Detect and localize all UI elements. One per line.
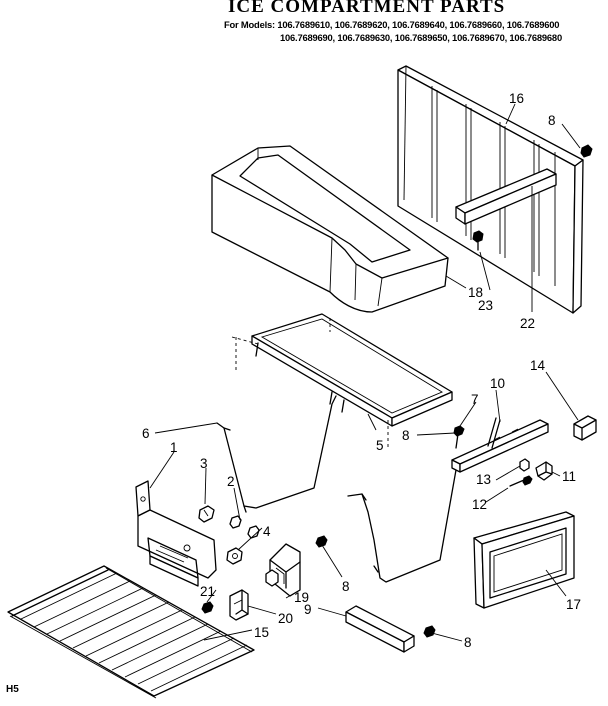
models-prefix: For Models:: [224, 19, 275, 30]
callout-11: 11: [562, 469, 576, 484]
part-1-bracket: [135, 480, 217, 587]
callout-14: 14: [530, 358, 546, 373]
callout-5: 5: [376, 438, 384, 453]
part-16-rear-panel: [397, 65, 584, 314]
callout-19: 19: [294, 590, 309, 605]
part-3-clip: [198, 505, 215, 523]
callout-23: 23: [478, 298, 493, 313]
model-list: For Models: 106.7689610, 106.7689620, 10…: [224, 18, 608, 44]
models-line-1: 106.7689610, 106.7689620, 106.7689640, 1…: [277, 19, 560, 30]
part-7-screw: [453, 425, 465, 449]
callout-12: 12: [472, 497, 487, 512]
part-15-wire-rack: [7, 565, 255, 699]
part-2-screws: [229, 515, 260, 539]
part-4-bushing: [226, 547, 243, 565]
callout-13: 13: [476, 472, 491, 487]
part-14-cam: [573, 415, 597, 441]
part-8-screw-bottom: [423, 625, 436, 638]
part-10-bar: [451, 417, 549, 473]
callout-3: 3: [200, 456, 208, 471]
part-18-ice-bucket: [211, 145, 449, 313]
callout-numbers: 16 8 18 23 22 5 6 1 3 2 4 21 20 19 15 8 …: [142, 91, 581, 650]
callout-22: 22: [520, 316, 535, 331]
leader-lines: [149, 103, 581, 642]
part-23-screw: [472, 230, 484, 251]
part-21-screw: [201, 601, 214, 614]
callout-10: 10: [490, 376, 505, 391]
wire-support-right: [347, 459, 461, 583]
page-code: H5: [6, 684, 19, 695]
part-11-lever: [535, 461, 553, 481]
part-9-bracket: [345, 605, 415, 653]
callout-8-bottom: 8: [464, 635, 472, 650]
callout-16: 16: [509, 91, 524, 106]
callout-20: 20: [278, 611, 293, 626]
part-13-pin: [519, 458, 530, 472]
part-19-housing: [265, 543, 301, 597]
callout-17: 17: [566, 597, 581, 612]
part-8-screw-lower-left: [315, 535, 328, 548]
callout-2: 2: [227, 474, 235, 489]
part-5-shelf: [231, 313, 453, 448]
part-12-screw: [509, 475, 533, 487]
callout-6: 6: [142, 426, 150, 441]
part-8-screw-upper: [580, 144, 593, 158]
diagram-title: ICE COMPARTMENT PARTS: [228, 0, 506, 17]
models-line-2: 106.7689690, 106.7689630, 106.7689650, 1…: [280, 32, 562, 43]
part-6-wire-support-left: [216, 395, 337, 513]
part-17-front-panel: [473, 511, 575, 609]
callout-8-middle: 8: [402, 428, 410, 443]
callout-7: 7: [471, 392, 479, 407]
callout-1: 1: [170, 440, 178, 455]
callout-8-upper: 8: [548, 113, 556, 128]
part-20-switch: [229, 589, 249, 621]
callout-4: 4: [263, 524, 271, 539]
callout-8-lower-left: 8: [342, 579, 350, 594]
callout-18: 18: [468, 285, 483, 300]
callout-21: 21: [200, 584, 215, 599]
callout-9: 9: [304, 602, 312, 617]
callout-15: 15: [254, 625, 269, 640]
